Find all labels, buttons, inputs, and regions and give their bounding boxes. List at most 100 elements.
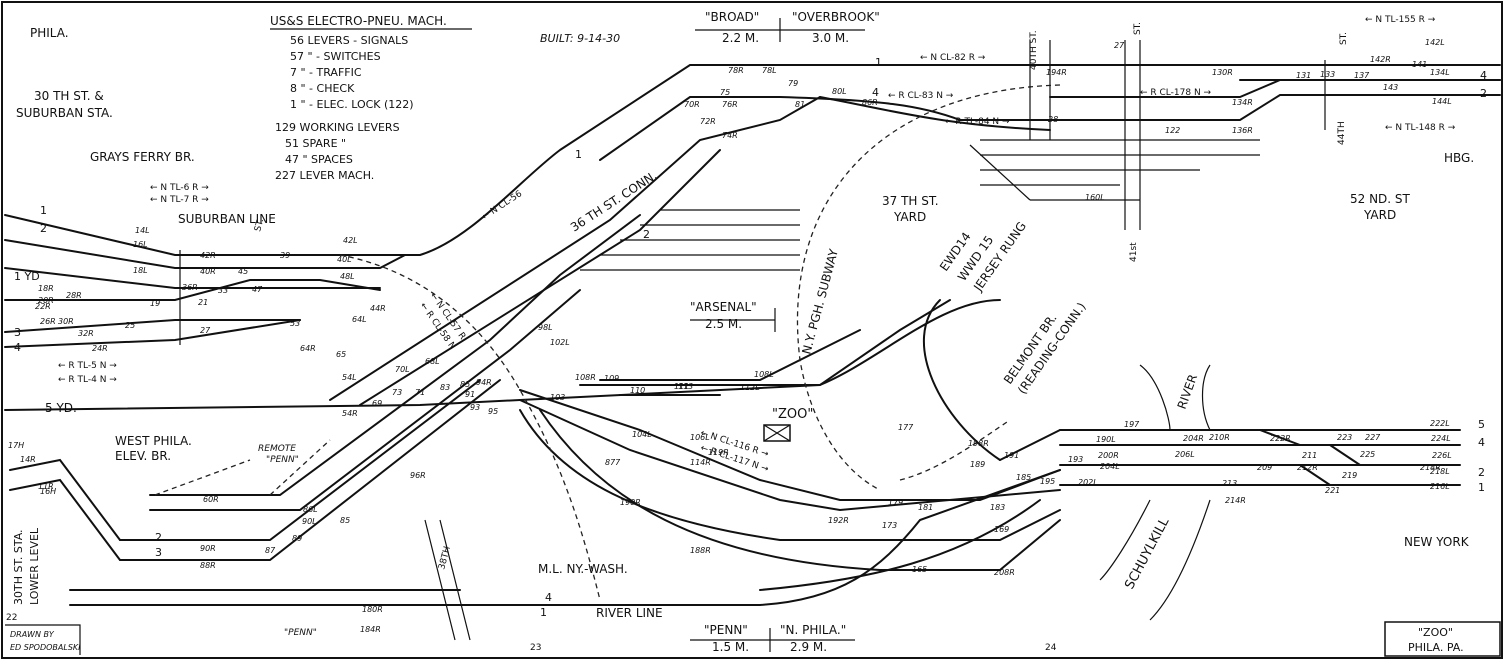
- lever-label: 191: [1004, 451, 1019, 460]
- lever-label: 181: [918, 503, 933, 512]
- ml-ny-wash-label: M.L. NY.-WASH.: [538, 562, 628, 576]
- track-num-4-hbg: 4: [1480, 69, 1487, 82]
- zoo-main-4: [539, 409, 1061, 571]
- thirty-seventh-yard-label-1: 37 TH ST.: [882, 194, 939, 208]
- track-yard-lead: [599, 329, 861, 381]
- lever-label: 200R: [1098, 451, 1119, 460]
- title-box-line-2: PHILA. PA.: [1408, 641, 1464, 654]
- lower-level-2: [9, 478, 121, 561]
- lever-label: 141: [1412, 60, 1427, 69]
- track-num-2-west: 2: [40, 222, 47, 235]
- lever-label: 188R: [690, 546, 711, 555]
- street-41st-label: 41st: [1129, 242, 1139, 262]
- schuylkill-label: SCHUYLKILL: [1122, 515, 1173, 592]
- lever-label: 16H: [40, 487, 56, 496]
- zoo-main-3: [519, 409, 1061, 541]
- lever-label: 206L: [1175, 450, 1195, 459]
- track-1-north: [819, 96, 1051, 131]
- lever-label: 18L: [133, 266, 148, 275]
- tower-box: [763, 424, 791, 442]
- lever-label: 18R: [38, 284, 54, 293]
- lever-label: 72R: [700, 117, 716, 126]
- lever-label: 209: [1257, 463, 1272, 472]
- lever-label: 219: [1342, 471, 1357, 480]
- lever-label: 216L: [1430, 482, 1450, 491]
- track-3-low: [119, 379, 501, 561]
- track-suburban-d: [4, 319, 301, 333]
- lever-label: 20R: [38, 296, 54, 305]
- track-num-1-north: 1: [875, 56, 882, 69]
- lever-label: 44R: [370, 304, 386, 313]
- thirty-sixth-conn: [329, 96, 821, 401]
- lever-label: 69: [372, 399, 382, 408]
- lever-label: 130R: [1212, 68, 1233, 77]
- lever-label: 28R: [66, 291, 82, 300]
- track-num-1-west: 1: [40, 204, 47, 217]
- lever-label: 204R: [1183, 434, 1204, 443]
- page-24: 24: [1045, 643, 1057, 653]
- river-bank-south: [1099, 499, 1211, 621]
- lever-label: 222L: [1430, 419, 1450, 428]
- lever-label: 190L: [1096, 435, 1116, 444]
- lever-label: 109: [604, 374, 619, 383]
- lever-label: 224L: [1431, 434, 1451, 443]
- track-num-1-river: 1: [540, 606, 547, 619]
- lever-label: 214R: [1225, 496, 1246, 505]
- route-ncl56: ← N CL-56: [480, 189, 524, 222]
- place-labels: 36 TH ST. CONN. 37 TH ST. YARD 52 ND. ST…: [253, 22, 1410, 638]
- river-line-label: RIVER LINE: [596, 606, 663, 620]
- machine-row-4: 8 " - CHECK: [290, 82, 355, 95]
- nphila-distance: 2.9 M.: [790, 640, 827, 654]
- lever-label: 96R: [410, 471, 426, 480]
- author: ED SPODOBALSKI: [10, 643, 81, 652]
- hbg-label: HBG.: [1444, 151, 1474, 165]
- lever-label: 133: [1320, 70, 1335, 79]
- track-suburban-c: [4, 279, 381, 301]
- lever-label: 114R: [690, 458, 711, 467]
- lever-label: 184R: [360, 625, 381, 634]
- west-phila-up-2: [149, 289, 581, 511]
- lever-label: 54L: [342, 373, 357, 382]
- lever-label: 42R: [200, 251, 216, 260]
- lever-label: 204L: [1100, 462, 1120, 471]
- lever-label: 71: [415, 388, 425, 397]
- lever-label: 218R: [1420, 463, 1441, 472]
- track-2-low: [119, 379, 481, 541]
- lever-label: 24R: [92, 344, 108, 353]
- lever-label: 108L: [754, 370, 774, 379]
- tower-cross: [763, 424, 791, 442]
- lever-label: 36R: [182, 283, 198, 292]
- track-num-5-east: 5: [1478, 418, 1485, 431]
- machine-row-8: 47 " SPACES: [285, 153, 353, 166]
- zoo-label: "ZOO": [772, 407, 813, 422]
- track-suburban-b: [4, 267, 381, 289]
- west-phila-label-2: ELEV. BR.: [115, 449, 171, 463]
- lever-label: 85: [340, 516, 350, 525]
- street-st-label-3: ST.: [253, 218, 266, 233]
- arsenal-ladder: [580, 209, 800, 271]
- lever-label: 210R: [1209, 433, 1230, 442]
- title-box-line-1: "ZOO": [1418, 626, 1453, 639]
- lever-label: 202L: [1078, 478, 1098, 487]
- lever-label: 45: [238, 267, 248, 276]
- river-bank-north: [1139, 364, 1211, 431]
- lever-label: 134R: [1232, 98, 1253, 107]
- lever-label: 194R: [1046, 68, 1067, 77]
- lever-label: 86R: [862, 98, 878, 107]
- street-st-label-2: ST.: [1339, 32, 1349, 45]
- lever-label: 183: [990, 503, 1005, 512]
- lever-label: 85: [460, 380, 470, 389]
- penn-distance: 1.5 M.: [712, 640, 749, 654]
- lever-label: 223: [1337, 433, 1352, 442]
- lever-label: 173: [882, 521, 897, 530]
- fifty-second-yard-label-1: 52 ND. ST: [1350, 192, 1411, 206]
- lever-label: 213: [1222, 479, 1237, 488]
- lever-label: 74R: [722, 131, 738, 140]
- track-num-4-east: 4: [1478, 436, 1485, 449]
- lever-label: 47: [252, 285, 263, 294]
- fifty-second-yard-label-2: YARD: [1363, 208, 1396, 222]
- lever-label: 185: [1016, 473, 1031, 482]
- lever-label: 22R: [35, 302, 51, 311]
